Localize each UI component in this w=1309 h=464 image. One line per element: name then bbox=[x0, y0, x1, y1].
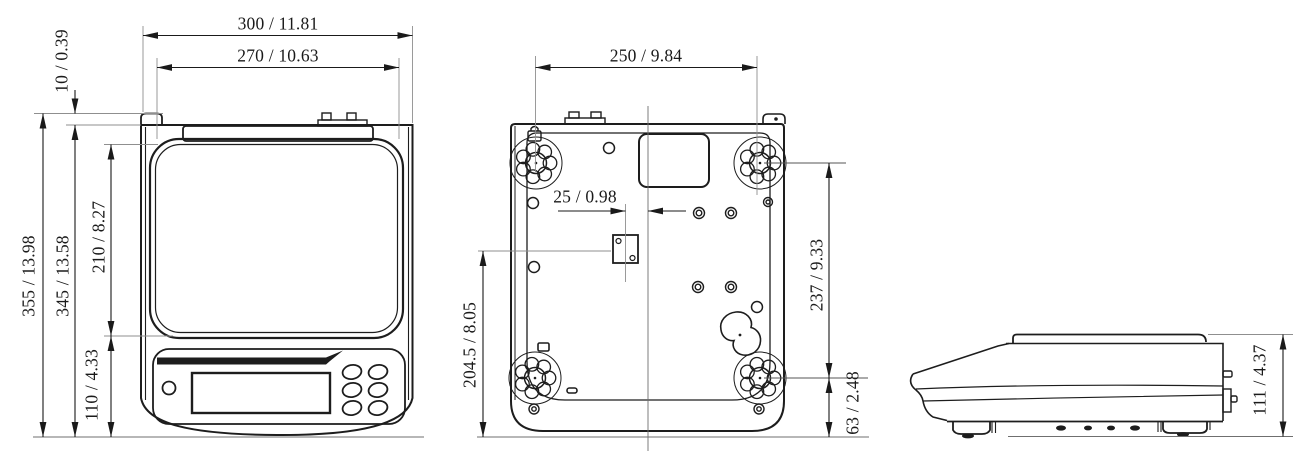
base-outline bbox=[510, 123, 785, 432]
dim-label-body-depth: 345 / 13.58 bbox=[52, 235, 73, 317]
corner-tab-dot bbox=[774, 117, 778, 121]
leveling-foot bbox=[509, 136, 563, 190]
underside-screws bbox=[962, 425, 1189, 439]
side-pan bbox=[1012, 333, 1207, 343]
keypad-button bbox=[367, 381, 389, 399]
body-outline bbox=[140, 124, 414, 437]
dim-label-foot-span-depth: 237 / 9.33 bbox=[806, 238, 827, 312]
rear-rail bbox=[182, 125, 374, 142]
rear-connectors bbox=[1222, 370, 1238, 413]
hole bbox=[750, 300, 764, 314]
corner-tab bbox=[762, 113, 786, 124]
side-front-nose bbox=[909, 373, 948, 422]
dim-label-hook-depth: 204.5 / 8.05 bbox=[459, 301, 480, 389]
screw-hole bbox=[528, 196, 774, 415]
front-view-dimensions bbox=[33, 26, 424, 438]
hook-plate-screw bbox=[629, 254, 636, 262]
dim-label-rear-ledge-depth: 10 / 0.39 bbox=[51, 29, 72, 93]
side-front-slope bbox=[912, 342, 1010, 375]
hook-plate-screw bbox=[615, 237, 622, 245]
keypad-button bbox=[341, 363, 363, 381]
rear-ledge-tab bbox=[140, 112, 163, 125]
weighing-pan-outer bbox=[148, 137, 405, 340]
dim-label-pan-width: 270 / 10.63 bbox=[237, 45, 319, 66]
front-top-view bbox=[140, 112, 414, 437]
dim-label-overall-width: 300 / 11.81 bbox=[237, 13, 319, 34]
lock-icon bbox=[527, 125, 542, 142]
dim-label-overall-depth: 355 / 13.98 bbox=[18, 235, 39, 317]
keypad bbox=[341, 363, 389, 417]
side-view-dimensions bbox=[1008, 334, 1293, 437]
side-seam-lower bbox=[922, 394, 1224, 402]
battery-cutout bbox=[638, 133, 710, 188]
side-view bbox=[909, 333, 1238, 439]
hole bbox=[602, 141, 616, 155]
dim-label-front-panel-depth: 110 / 4.33 bbox=[81, 349, 102, 421]
side-front-foot bbox=[952, 421, 991, 435]
keypad-button bbox=[367, 363, 389, 381]
clip-right bbox=[346, 112, 357, 121]
bottom-view bbox=[508, 111, 787, 432]
small-square-hole bbox=[537, 342, 550, 352]
rear-clip-right bbox=[590, 111, 602, 119]
control-panel bbox=[152, 348, 406, 425]
side-body-top bbox=[1006, 342, 1224, 421]
dim-label-front-foot-edge: 63 / 2.48 bbox=[842, 371, 863, 435]
dim-label-pan-depth: 210 / 8.27 bbox=[88, 200, 109, 274]
dim-label-foot-span-width: 250 / 9.84 bbox=[609, 45, 683, 66]
hole bbox=[526, 196, 540, 210]
leveling-foot bbox=[508, 351, 562, 405]
front-view-dimension-lines bbox=[39, 32, 413, 437]
slot-hole bbox=[566, 387, 578, 394]
rear-plate bbox=[564, 117, 606, 125]
kidney-cutout bbox=[719, 311, 762, 356]
keypad-button bbox=[341, 399, 363, 417]
level-indicator bbox=[161, 380, 177, 396]
clip-left bbox=[321, 112, 332, 121]
display bbox=[190, 371, 332, 415]
foot-tick-marks bbox=[991, 421, 1211, 433]
side-rear-foot bbox=[1162, 421, 1208, 434]
panel-shadow-strip bbox=[157, 350, 343, 365]
base-inner-skirt bbox=[526, 132, 771, 401]
side-seam-upper bbox=[915, 384, 1224, 390]
kidney-dot bbox=[738, 333, 742, 337]
keypad-button bbox=[341, 381, 363, 399]
dim-label-overall-height: 111 / 4.37 bbox=[1249, 344, 1270, 416]
keypad-button bbox=[367, 399, 389, 417]
dim-label-hook-offset: 25 / 0.98 bbox=[553, 186, 617, 207]
clip-plate bbox=[317, 119, 368, 127]
hole bbox=[527, 260, 541, 274]
bottom-view-dimension-lines bbox=[479, 64, 833, 437]
rear-clip-left bbox=[568, 111, 580, 119]
weighing-pan-inner bbox=[154, 143, 399, 334]
